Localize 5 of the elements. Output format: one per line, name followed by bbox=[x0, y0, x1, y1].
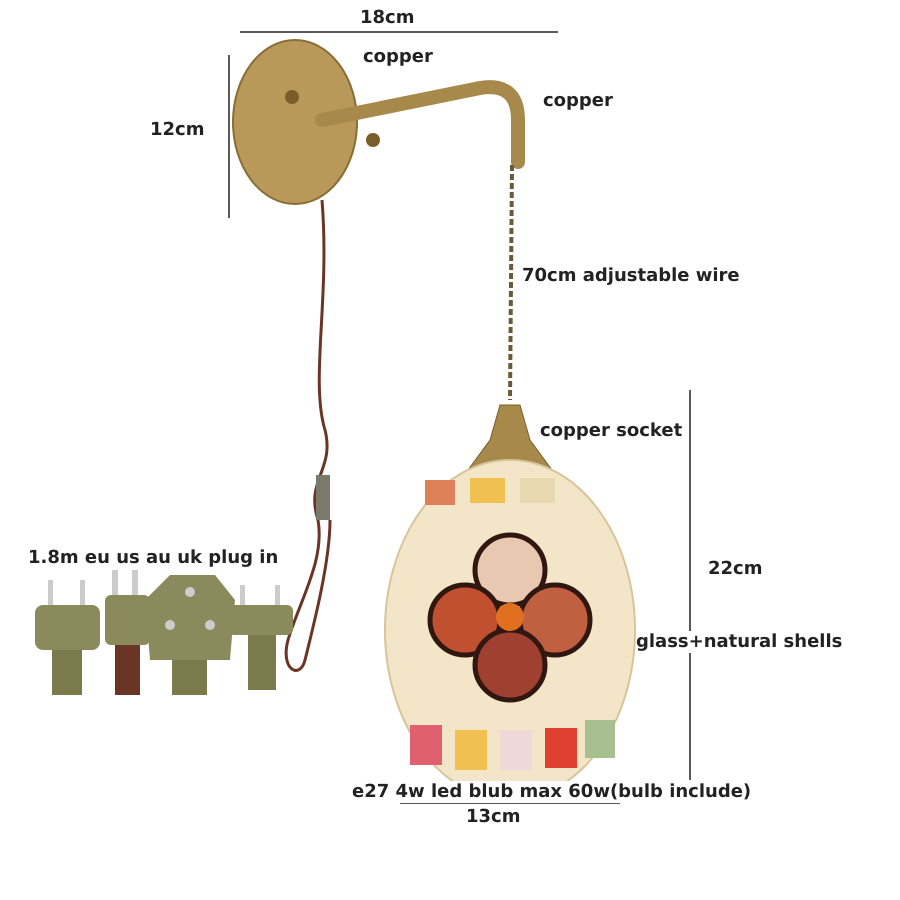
part-label: copper socket bbox=[540, 420, 682, 442]
material-label: glass+natural shells bbox=[636, 631, 842, 653]
wire-length-label: 70cm adjustable wire bbox=[522, 265, 740, 287]
bulb-spec-label: e27 4w led blub max 60w(bulb include) bbox=[352, 781, 752, 803]
plug-label: 1.8m eu us au uk plug in bbox=[28, 547, 278, 569]
